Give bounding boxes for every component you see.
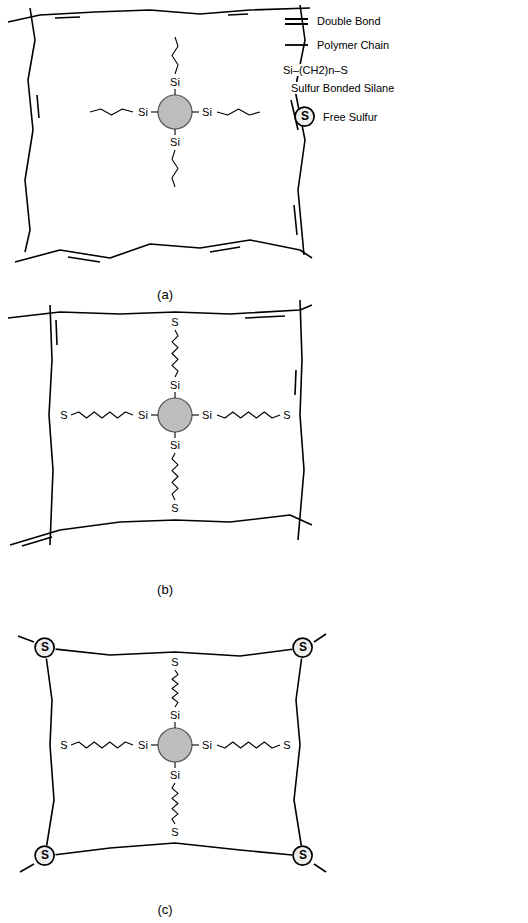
polymer-chain: [15, 240, 312, 262]
si-bond: [192, 414, 199, 415]
silane-chain: [71, 742, 133, 748]
atom-label: Si: [201, 409, 213, 421]
si-bond: [192, 744, 199, 745]
atom-label: S: [170, 316, 179, 328]
silane-chain: [172, 783, 178, 824]
silane-formula: Si–(CH2)n–S: [282, 64, 349, 76]
atom-label: Si: [169, 379, 181, 391]
double-bond: [55, 17, 80, 18]
panel-label: (c): [156, 903, 173, 917]
legend-text: Free Sulfur: [322, 111, 378, 123]
polymer-chain: [18, 636, 34, 642]
polymer-chain: [8, 8, 310, 22]
atom-label: Si: [169, 439, 181, 451]
polymer-chain: [25, 8, 35, 252]
si-bond: [151, 414, 158, 415]
si-bond: [174, 722, 175, 728]
si-bond: [174, 762, 175, 768]
silica-particle: [158, 398, 192, 432]
legend-text: Polymer Chain: [316, 39, 390, 51]
free-sulfur: S: [294, 106, 315, 127]
si-bond: [174, 432, 175, 438]
free-sulfur: S: [34, 845, 55, 866]
polymer-chain: [294, 659, 302, 846]
atom-label: S: [170, 826, 179, 838]
polymer-chain: [56, 843, 293, 855]
atom-label: Si: [169, 769, 181, 781]
silane-chain: [172, 670, 178, 707]
polymer-chain: [314, 634, 326, 642]
silane-chain: [90, 109, 133, 115]
si-bond: [151, 111, 158, 112]
si-bond: [174, 129, 175, 135]
double-bond: [22, 537, 52, 546]
si-bond: [174, 392, 175, 398]
polymer-chain: [314, 864, 326, 872]
atom-label: Si: [169, 136, 181, 148]
legend-text: Double Bond: [316, 15, 382, 27]
atom-label: S: [282, 739, 291, 751]
sulfur-symbol: S: [34, 845, 55, 862]
double-bond: [295, 370, 296, 395]
double-bond: [245, 316, 285, 318]
double-bond: [56, 320, 57, 345]
atom-label: Si: [201, 739, 213, 751]
double-bond: [294, 205, 297, 235]
polymer-chain: [49, 305, 53, 545]
atom-label: S: [170, 656, 179, 668]
free-sulfur: S: [292, 845, 313, 866]
sulfur-symbol: S: [294, 106, 315, 123]
atom-label: S: [59, 409, 68, 421]
silica-particle: [158, 728, 192, 762]
sulfur-symbol: S: [292, 637, 313, 654]
si-bond: [151, 744, 158, 745]
si-bond: [192, 111, 199, 112]
free-sulfur: S: [292, 637, 313, 658]
double-bond: [228, 14, 248, 15]
atom-label: Si: [169, 709, 181, 721]
sulfur-symbol: S: [292, 845, 313, 862]
polymer-chain: [295, 5, 305, 255]
legend-text: Sulfur Bonded Silane: [290, 82, 395, 94]
atom-label: Si: [137, 409, 149, 421]
double-bond-sample: [285, 19, 308, 24]
panel-label: (a): [156, 288, 174, 302]
double-bond: [37, 95, 39, 118]
panel-label: (b): [156, 583, 174, 597]
silica-particle: [158, 95, 192, 129]
polymer-chain: [10, 515, 312, 545]
silane-chain: [172, 330, 178, 377]
si-bond: [174, 89, 175, 95]
double-bond: [68, 257, 100, 262]
atom-label: S: [170, 502, 179, 514]
atom-label: S: [59, 739, 68, 751]
polymer-chain: [20, 864, 34, 872]
silane-chain: [217, 742, 280, 748]
atom-label: Si: [169, 76, 181, 88]
silane-chain: [71, 412, 133, 418]
polymer-chain: [56, 649, 293, 656]
polymer-chain: [298, 300, 304, 540]
atom-label: Si: [201, 106, 213, 118]
atom-label: S: [282, 409, 291, 421]
sulfur-symbol: S: [34, 637, 55, 654]
free-sulfur: S: [34, 637, 55, 658]
double-bond: [210, 247, 240, 252]
polymer-chain-sample: [285, 44, 308, 46]
silane-chain: [217, 412, 280, 418]
silane-chain: [172, 453, 178, 500]
silane-chain: [172, 150, 178, 187]
atom-label: Si: [137, 739, 149, 751]
atom-label: Si: [137, 106, 149, 118]
silane-chain: [172, 37, 178, 74]
polymer-chain: [8, 305, 312, 318]
polymer-chain: [46, 659, 54, 846]
silane-chain: [217, 109, 260, 115]
